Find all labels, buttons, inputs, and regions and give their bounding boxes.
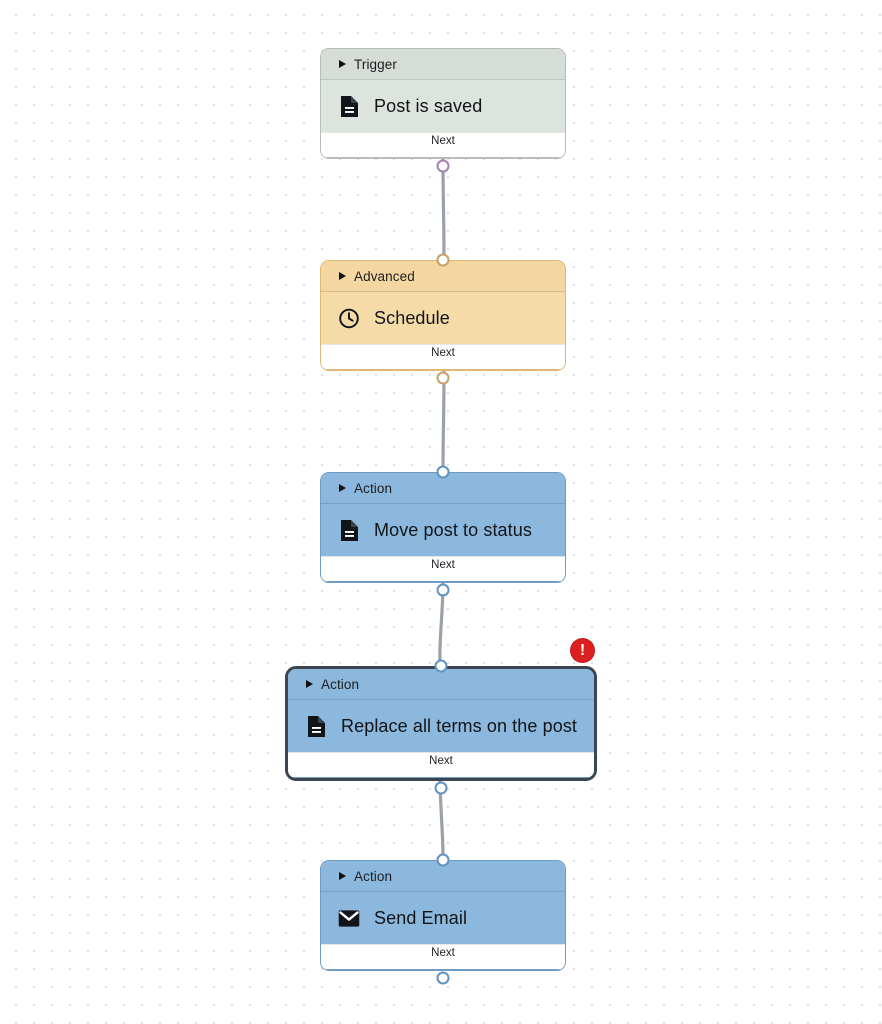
node-trigger-category: Trigger	[354, 56, 397, 72]
chevron-right-icon[interactable]	[306, 680, 313, 688]
node-move-post-next-label: Next	[431, 559, 455, 571]
chevron-right-icon[interactable]	[339, 872, 346, 880]
node-move-post-footer-rule	[321, 581, 565, 582]
chevron-right-icon[interactable]	[339, 272, 346, 280]
node-send-email-category: Action	[354, 868, 393, 884]
node-advanced-footer: Next	[321, 344, 565, 370]
node-advanced-next-label: Next	[431, 347, 455, 359]
node-advanced-content[interactable]: Schedule	[321, 291, 565, 344]
document-icon	[338, 95, 360, 117]
node-move-post-input-port[interactable]	[436, 465, 450, 479]
node-replace-terms-title: Replace all terms on the post	[341, 715, 578, 736]
error-exclamation-icon: !	[579, 641, 586, 659]
node-move-post-category: Action	[354, 480, 393, 496]
node-move-post-output-port[interactable]	[436, 583, 450, 596]
node-advanced-input-port[interactable]	[436, 253, 450, 267]
node-send-email-input-port[interactable]	[436, 853, 450, 867]
node-send-email-content[interactable]: Send Email	[321, 891, 565, 944]
node-move-post-content[interactable]: Move post to status	[321, 503, 565, 556]
node-trigger-header[interactable]: Trigger	[321, 49, 565, 79]
node-replace-terms-input-port[interactable]	[434, 659, 448, 673]
node-advanced-title: Schedule	[374, 307, 450, 328]
clock-icon	[338, 307, 360, 329]
node-trigger-title: Post is saved	[374, 95, 483, 116]
document-icon	[305, 715, 327, 737]
document-icon	[338, 519, 360, 541]
node-advanced-output-port[interactable]	[436, 371, 450, 384]
node-trigger-output-port[interactable]	[436, 159, 450, 172]
node-advanced-category: Advanced	[354, 268, 415, 284]
node-send-email-next-label: Next	[431, 947, 455, 959]
node-trigger-footer: Next	[321, 132, 565, 158]
node-replace-terms-footer-rule	[288, 777, 594, 778]
node-replace-terms-category: Action	[321, 676, 360, 692]
node-replace-terms-content[interactable]: Replace all terms on the post	[288, 699, 594, 752]
edge-trigger-advanced	[441, 155, 446, 261]
chevron-right-icon[interactable]	[339, 484, 346, 492]
node-advanced-footer-rule	[321, 369, 565, 370]
edge-advanced-move	[441, 370, 446, 472]
node-trigger-content[interactable]: Post is saved	[321, 79, 565, 132]
error-indicator[interactable]: !	[571, 639, 594, 662]
chevron-right-icon[interactable]	[339, 60, 346, 68]
node-move-post-title: Move post to status	[374, 519, 532, 540]
node-move-post-footer: Next	[321, 556, 565, 582]
node-send-email-output-port[interactable]	[436, 971, 450, 984]
node-replace-terms-footer: Next	[288, 752, 594, 778]
node-send-email-footer: Next	[321, 944, 565, 970]
envelope-icon	[338, 907, 360, 929]
node-send-email-footer-rule	[321, 969, 565, 970]
node-send-email-title: Send Email	[374, 907, 468, 928]
node-replace-terms-output-port[interactable]	[434, 781, 448, 794]
node-trigger-next-label: Next	[431, 135, 455, 147]
node-replace-terms-header[interactable]: Action	[288, 669, 594, 699]
node-replace-terms-next-label: Next	[429, 755, 453, 767]
node-trigger-footer-rule	[321, 157, 565, 158]
